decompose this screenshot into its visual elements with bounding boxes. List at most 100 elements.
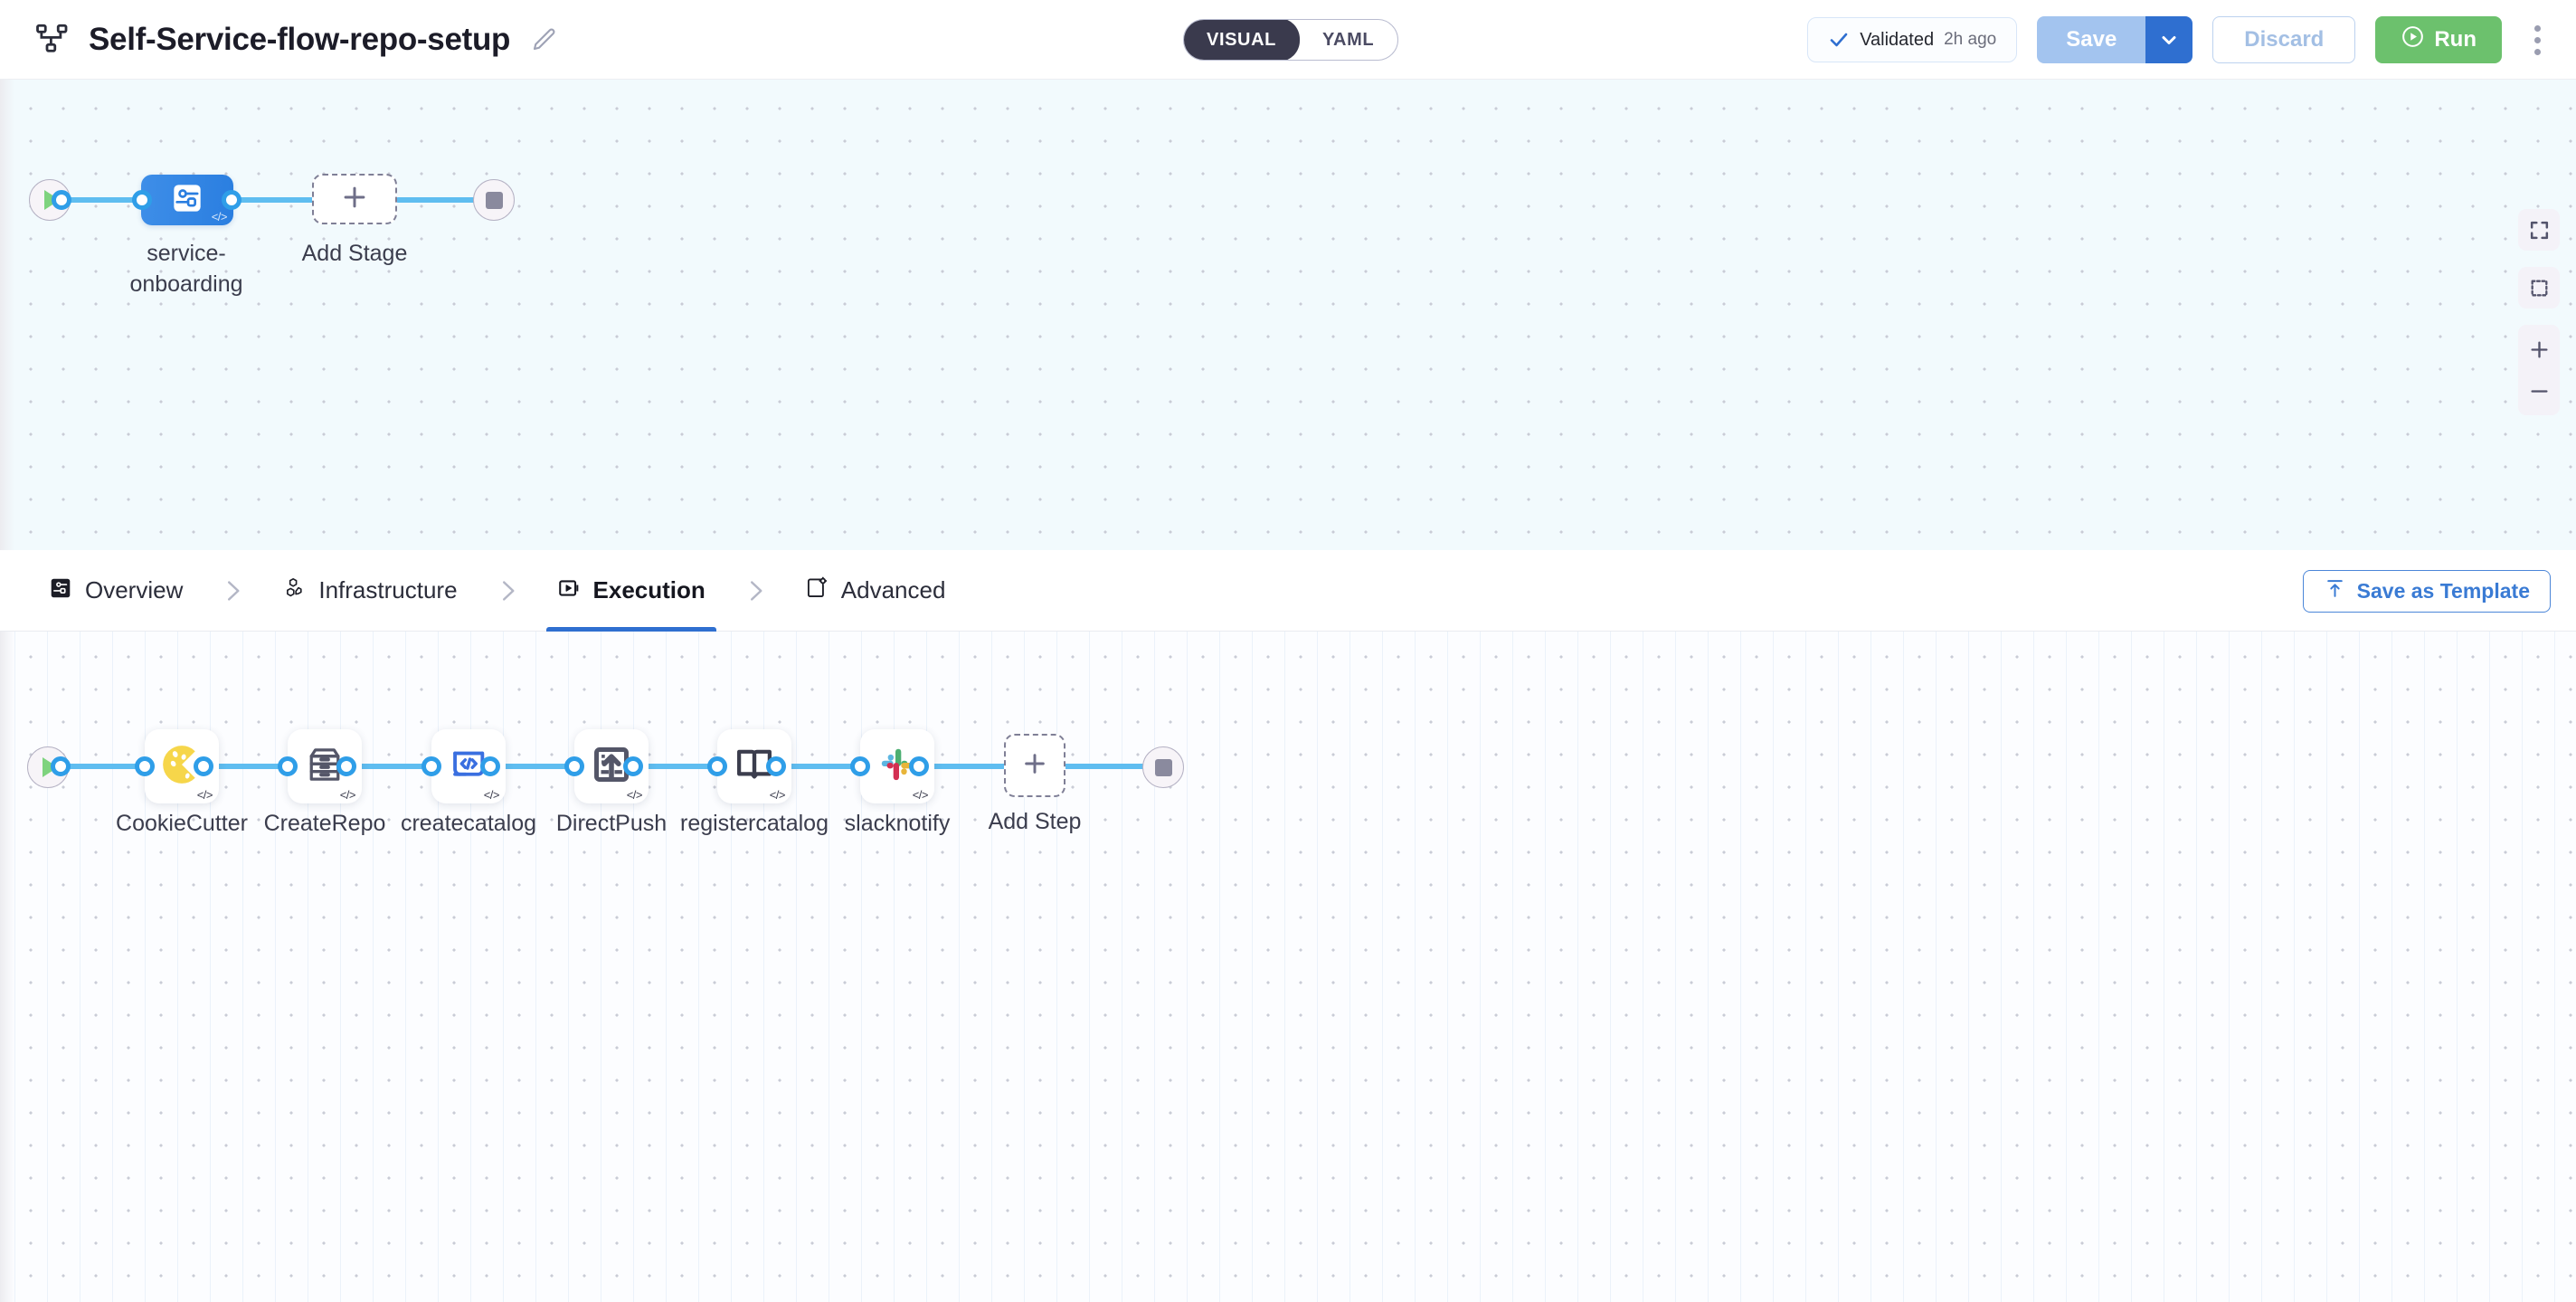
wire-start-to-stage xyxy=(62,197,152,203)
wire-step-5-to-6 xyxy=(775,764,869,769)
port-step-6-out[interactable] xyxy=(909,756,929,776)
port-step-3-out[interactable] xyxy=(480,756,500,776)
save-as-template-button[interactable]: Save as Template xyxy=(2302,570,2551,613)
port-step-4-in[interactable] xyxy=(564,756,584,776)
canvas-left-shadow xyxy=(0,632,14,1302)
stop-icon xyxy=(1154,758,1172,776)
port-start-out[interactable] xyxy=(51,756,71,776)
execution-steps-canvas[interactable]: </> CookieCutter </> CreateRepo xyxy=(0,632,2576,1302)
view-mode-toggle[interactable]: VISUAL YAML xyxy=(1183,19,1399,61)
port-step-2-out[interactable] xyxy=(336,756,356,776)
tab-list: Overview Infrastructure xyxy=(45,550,949,632)
stage-config-tabbar: Overview Infrastructure xyxy=(0,550,2576,632)
wire-step-6-to-add xyxy=(918,764,1012,769)
chevron-right-icon xyxy=(219,577,246,604)
add-step-button[interactable] xyxy=(1004,734,1065,797)
stage-node-label: service- onboarding xyxy=(129,241,243,297)
pipeline-end-node[interactable] xyxy=(473,179,515,221)
status-badge: Validated 2h ago xyxy=(1807,17,2018,62)
step-label-cookiecutter: CookieCutter xyxy=(116,811,248,836)
stage-canvas[interactable]: </> service- onboarding Add Stage xyxy=(0,80,2576,550)
wire-stage-to-add xyxy=(231,197,321,203)
port-step-1-in[interactable] xyxy=(135,756,155,776)
tab-execution-label: Execution xyxy=(592,576,706,603)
port-stage-in[interactable] xyxy=(132,190,152,210)
port-step-5-out[interactable] xyxy=(766,756,786,776)
steps-end-node[interactable] xyxy=(1142,746,1184,788)
wire-step-2-to-3 xyxy=(346,764,440,769)
port-stage-out[interactable] xyxy=(222,190,242,210)
zoom-step-group[interactable] xyxy=(2518,325,2560,415)
pencil-edit-icon[interactable] xyxy=(530,26,557,53)
port-step-1-out[interactable] xyxy=(194,756,213,776)
chevron-right-icon xyxy=(494,577,521,604)
step-code-badge[interactable]: </> xyxy=(483,788,500,802)
port-step-2-in[interactable] xyxy=(278,756,298,776)
tab-infrastructure[interactable]: Infrastructure xyxy=(279,550,460,632)
header-actions: Validated 2h ago Save Discard Run xyxy=(1807,0,2552,80)
stage-service-icon xyxy=(169,180,205,221)
step-code-badge[interactable]: </> xyxy=(339,788,356,802)
overview-icon xyxy=(49,576,72,604)
step-code-badge[interactable]: </> xyxy=(912,788,929,802)
step-code-badge[interactable]: </> xyxy=(626,788,643,802)
add-stage-button[interactable] xyxy=(312,174,397,224)
validated-label: Validated xyxy=(1860,29,1935,50)
app-header: Self-Service-flow-repo-setup VISUAL YAML… xyxy=(0,0,2576,80)
tab-infrastructure-label: Infrastructure xyxy=(318,576,458,603)
step-label-registercatalog: registercatalog xyxy=(680,811,829,836)
mode-visual-button[interactable]: VISUAL xyxy=(1184,20,1300,60)
step-code-badge[interactable]: </> xyxy=(196,788,213,802)
tab-advanced[interactable]: Advanced xyxy=(801,550,950,632)
step-node-createrepo[interactable]: </> xyxy=(288,729,362,803)
mode-yaml-button[interactable]: YAML xyxy=(1321,29,1375,50)
kebab-menu-icon[interactable] xyxy=(2522,16,2552,63)
push-upload-icon xyxy=(591,744,632,790)
port-step-6-in[interactable] xyxy=(850,756,870,776)
wire-add-to-end xyxy=(395,197,488,203)
step-label-directpush: DirectPush xyxy=(555,811,668,836)
wire-start-to-step-1 xyxy=(60,764,154,769)
plus-icon xyxy=(339,182,370,217)
save-as-template-label: Save as Template xyxy=(2356,579,2530,603)
run-button[interactable]: Run xyxy=(2375,16,2502,63)
port-step-3-in[interactable] xyxy=(421,756,441,776)
header-left-group: Self-Service-flow-repo-setup xyxy=(34,21,557,59)
add-stage-label: Add Stage xyxy=(301,241,408,266)
stage-node-service-onboarding[interactable]: </> xyxy=(141,175,233,225)
discard-button[interactable]: Discard xyxy=(2212,16,2356,63)
port-step-5-in[interactable] xyxy=(707,756,727,776)
marquee-select-icon[interactable] xyxy=(2518,267,2560,309)
wire-step-1-to-2 xyxy=(203,764,297,769)
cookie-icon xyxy=(159,742,204,792)
stop-icon xyxy=(485,191,503,209)
tab-overview-label: Overview xyxy=(85,576,184,603)
step-code-badge[interactable]: </> xyxy=(769,788,786,802)
port-step-4-out[interactable] xyxy=(623,756,643,776)
wire-step-3-to-4 xyxy=(489,764,583,769)
port-start-out[interactable] xyxy=(52,190,71,210)
advanced-icon xyxy=(805,576,829,604)
run-label: Run xyxy=(2434,27,2477,52)
zoom-in-icon[interactable] xyxy=(2518,328,2560,370)
check-icon xyxy=(1828,29,1850,51)
infrastructure-icon xyxy=(282,576,306,604)
zoom-out-icon[interactable] xyxy=(2518,370,2560,412)
code-screen-icon xyxy=(448,744,489,790)
template-upload-icon xyxy=(2324,577,2346,605)
stage-code-badge[interactable]: </> xyxy=(211,210,228,223)
save-button[interactable]: Save xyxy=(2037,16,2146,63)
play-circle-icon xyxy=(2401,24,2425,55)
plus-icon xyxy=(1020,749,1049,783)
chevron-down-icon[interactable] xyxy=(2145,16,2193,63)
canvas-left-shadow xyxy=(0,80,14,550)
tab-overview[interactable]: Overview xyxy=(45,550,186,632)
tab-execution[interactable]: Execution xyxy=(545,550,717,632)
canvas-zoom-toolbar[interactable] xyxy=(2518,209,2560,415)
save-button-group[interactable]: Save xyxy=(2037,16,2193,63)
step-label-createrepo: CreateRepo xyxy=(263,811,386,836)
tab-advanced-label: Advanced xyxy=(840,576,946,603)
open-book-icon xyxy=(734,744,775,790)
pipeline-nodes-icon xyxy=(34,21,72,59)
fit-screen-icon[interactable] xyxy=(2518,209,2560,251)
